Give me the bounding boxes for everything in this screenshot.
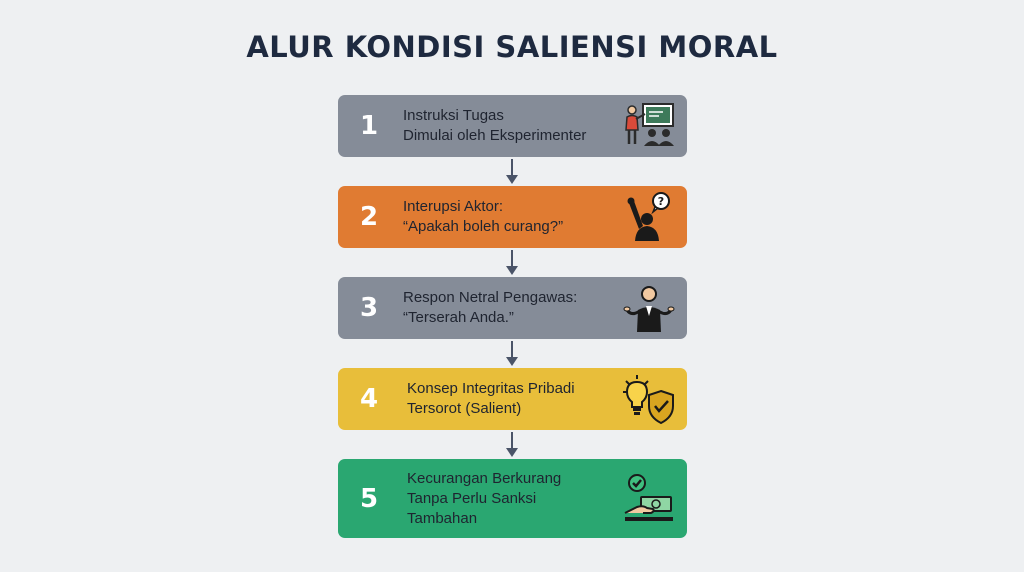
step-text-line: “Terserah Anda.” <box>403 309 514 326</box>
step-text-line: Tanpa Perlu Sanksi <box>407 489 537 507</box>
step-text-line: Konsep Integritas Pribadi <box>407 380 575 397</box>
step-text-line: Dimulai oleh Eksperimenter <box>403 127 587 144</box>
step-number: 3 <box>360 293 379 323</box>
flow-arrow <box>506 250 518 275</box>
flow-arrow <box>506 432 518 457</box>
step-text: Konsep Integritas Pribadi Tersorot (Sali… <box>407 379 622 419</box>
check-money-hand-icon <box>624 473 673 521</box>
step-number: 4 <box>360 384 379 414</box>
flow-step-2: 2 Interupsi Aktor: “Apakah boleh curang?… <box>338 186 687 248</box>
teacher-presenting-icon <box>625 103 674 146</box>
step-text-line: Interupsi Aktor: <box>403 198 504 215</box>
raised-hand-question-icon: ? <box>627 192 670 241</box>
flow-step-3: 3 Respon Netral Pengawas: “Terserah Anda… <box>338 277 687 339</box>
flow-step-4: 4 Konsep Integritas Pribadi Tersorot (Sa… <box>338 368 687 430</box>
flow-step-1: 1 Instruksi Tugas Dimulai oleh Eksperime… <box>338 95 687 157</box>
shrugging-person-icon <box>623 286 675 332</box>
step-text-line: “Apakah boleh curang?” <box>403 218 564 235</box>
step-text-line: Instruksi Tugas <box>403 107 504 124</box>
step-number: 2 <box>360 202 379 232</box>
step-text: Kecurangan Berkurang Tanpa Perlu Sanksi … <box>407 469 622 529</box>
step-text: Respon Netral Pengawas: “Terserah Anda.” <box>403 288 618 328</box>
step-text: Instruksi Tugas Dimulai oleh Eksperiment… <box>403 106 618 146</box>
flow-arrow <box>506 341 518 366</box>
step-number: 5 <box>360 483 379 514</box>
step-text-line: Tersorot (Salient) <box>407 400 522 417</box>
lightbulb-shield-icon <box>623 375 674 425</box>
flow-step-5: 5 Kecurangan Berkurang Tanpa Perlu Sanks… <box>338 459 687 538</box>
page-title: ALUR KONDISI SALIENSI MORAL <box>246 30 778 64</box>
step-text: Interupsi Aktor: “Apakah boleh curang?” <box>403 197 618 237</box>
step-number: 1 <box>360 111 379 141</box>
step-text-line: Tambahan <box>407 509 478 527</box>
svg-text:?: ? <box>658 195 664 208</box>
step-text-line: Kecurangan Berkurang <box>407 469 562 487</box>
step-text-line: Respon Netral Pengawas: <box>403 289 578 306</box>
flow-arrow <box>506 159 518 184</box>
